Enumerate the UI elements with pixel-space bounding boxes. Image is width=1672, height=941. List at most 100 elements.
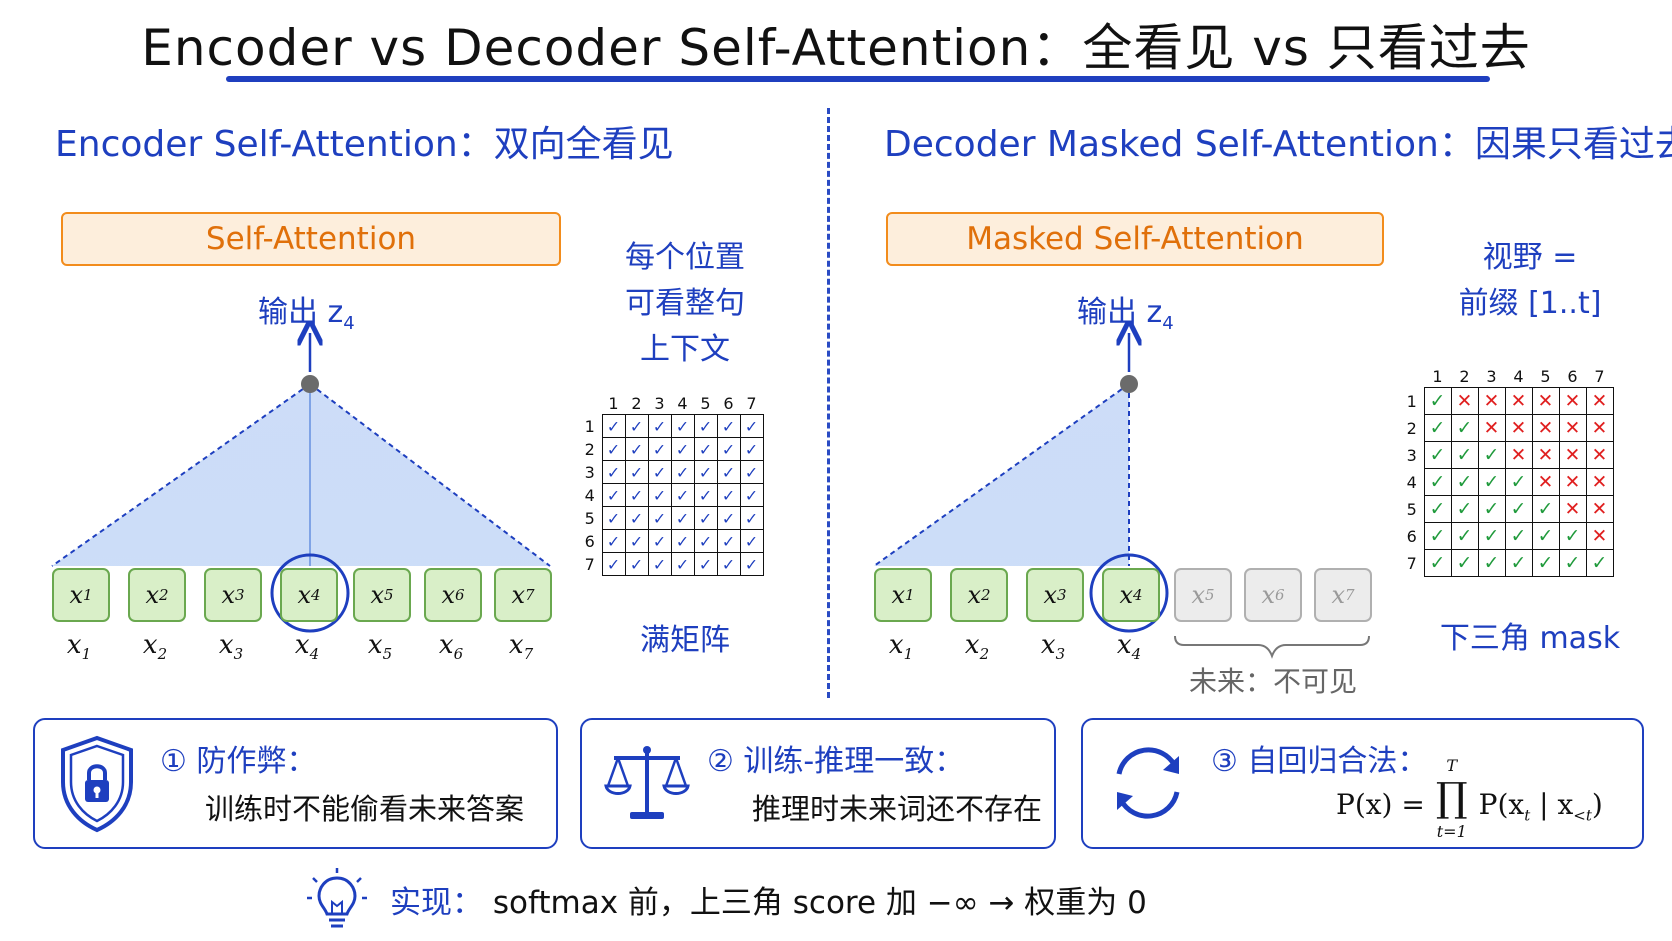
decoder-matrix-cell: ✕ [1531, 468, 1560, 496]
encoder-matrix-cell: ✓ [693, 437, 718, 461]
decoder-matrix-cell: ✕ [1504, 414, 1533, 442]
decoder-matrix-row-header: 4 [1406, 472, 1417, 492]
encoder-token-label-x3: x3 [218, 630, 244, 664]
check-icon: ✓ [1456, 417, 1473, 439]
decoder-matrix-cell: ✓ [1450, 495, 1479, 523]
decoder-matrix-col-header: 4 [1513, 366, 1524, 386]
check-icon: ✓ [629, 462, 644, 482]
check-icon: ✓ [1483, 471, 1500, 493]
check-icon: ✓ [629, 531, 644, 551]
cross-icon: ✕ [1564, 390, 1581, 412]
encoder-side-note-line-3: 上下文 [640, 332, 730, 367]
decoder-matrix-cell: ✕ [1558, 495, 1587, 523]
encoder-matrix-row-header: 1 [584, 416, 595, 436]
encoder-matrix-cell: ✓ [601, 414, 626, 438]
encoder-attention-box: Self-Attention [61, 212, 561, 266]
cross-icon: ✕ [1591, 471, 1608, 493]
encoder-token-label-x6: x6 [438, 630, 464, 664]
cross-icon: ✕ [1564, 417, 1581, 439]
cross-icon: ✕ [1591, 498, 1608, 520]
encoder-matrix-cell: ✓ [601, 483, 626, 507]
check-icon: ✓ [698, 531, 713, 551]
decoder-matrix-cell: ✓ [1450, 468, 1479, 496]
encoder-matrix-cell: ✓ [601, 460, 626, 484]
decoder-matrix-col-header: 5 [1540, 366, 1551, 386]
encoder-token-label-x4: x4 [294, 630, 320, 664]
encoder-matrix-cell: ✓ [739, 529, 764, 553]
decoder-matrix-cell: ✕ [1477, 414, 1506, 442]
encoder-matrix-cell: ✓ [624, 529, 649, 553]
encoder-token-label-x2: x2 [142, 630, 168, 664]
check-icon: ✓ [675, 508, 690, 528]
encoder-matrix-cell: ✓ [693, 460, 718, 484]
decoder-matrix-cell: ✓ [1423, 414, 1452, 442]
product-symbol: ∏ [1435, 775, 1468, 821]
check-icon: ✓ [1537, 525, 1554, 547]
decoder-heading: Decoder Masked Self-Attention：因果只看过去 [884, 124, 1672, 165]
check-icon: ✓ [629, 554, 644, 574]
panel-train-infer-title: ② 训练-推理一致： [707, 744, 965, 779]
decoder-matrix-cell: ✓ [1423, 468, 1452, 496]
check-icon: ✓ [721, 485, 736, 505]
check-icon: ✓ [698, 439, 713, 459]
cross-icon: ✕ [1591, 417, 1608, 439]
encoder-matrix-cell: ✓ [647, 552, 672, 576]
panel-anti-cheat-text: 训练时不能偷看未来答案 [205, 792, 525, 826]
decoder-matrix-cell: ✕ [1477, 387, 1506, 415]
check-icon: ✓ [1429, 417, 1446, 439]
decoder-matrix-cell: ✓ [1504, 549, 1533, 577]
decoder-attention-label: Masked Self-Attention [966, 221, 1304, 257]
cross-icon: ✕ [1483, 390, 1500, 412]
encoder-matrix-cell: ✓ [647, 414, 672, 438]
decoder-attention-box: Masked Self-Attention [886, 212, 1384, 266]
encoder-side-note: 每个位置可看整句上下文 [610, 235, 760, 373]
section-divider [827, 108, 830, 698]
encoder-matrix-cell: ✓ [601, 506, 626, 530]
decoder-output-label: 输出 z4 [1077, 287, 1174, 334]
encoder-attention-label: Self-Attention [205, 221, 417, 257]
encoder-matrix-cell: ✓ [716, 529, 741, 553]
encoder-matrix-cell: ✓ [716, 437, 741, 461]
cross-icon: ✕ [1510, 390, 1527, 412]
decoder-matrix-cell: ✓ [1423, 549, 1452, 577]
encoder-matrix-cell: ✓ [670, 414, 695, 438]
check-icon: ✓ [1429, 471, 1446, 493]
decoder-matrix-cell: ✓ [1477, 522, 1506, 550]
encoder-matrix-cell: ✓ [739, 414, 764, 438]
encoder-token-label-x1: x1 [66, 630, 92, 664]
check-icon: ✓ [1510, 552, 1527, 574]
decoder-matrix-row-header: 2 [1406, 418, 1417, 438]
check-icon: ✓ [606, 508, 621, 528]
decoder-matrix-cell: ✓ [1531, 549, 1560, 577]
decoder-matrix-cell: ✓ [1450, 414, 1479, 442]
decoder-matrix-cell: ✕ [1585, 522, 1614, 550]
check-icon: ✓ [698, 508, 713, 528]
check-icon: ✓ [1456, 552, 1473, 574]
encoder-matrix-col-header: 1 [608, 393, 619, 413]
decoder-token-label-x3: x3 [1040, 630, 1066, 664]
encoder-matrix-cell: ✓ [624, 483, 649, 507]
check-icon: ✓ [629, 416, 644, 436]
decoder-matrix-cell: ✓ [1558, 522, 1587, 550]
check-icon: ✓ [744, 508, 759, 528]
encoder-matrix-cell: ✓ [693, 506, 718, 530]
formula-upper-limit: T [1446, 756, 1458, 775]
check-icon: ✓ [675, 485, 690, 505]
cross-icon: ✕ [1564, 471, 1581, 493]
title-underline [226, 76, 1490, 82]
decoder-matrix-cell: ✕ [1585, 495, 1614, 523]
panel-anti-cheat-title: ① 防作弊： [160, 744, 317, 779]
cross-icon: ✕ [1564, 498, 1581, 520]
check-icon: ✓ [652, 508, 667, 528]
encoder-matrix-caption: 满矩阵 [640, 623, 730, 658]
